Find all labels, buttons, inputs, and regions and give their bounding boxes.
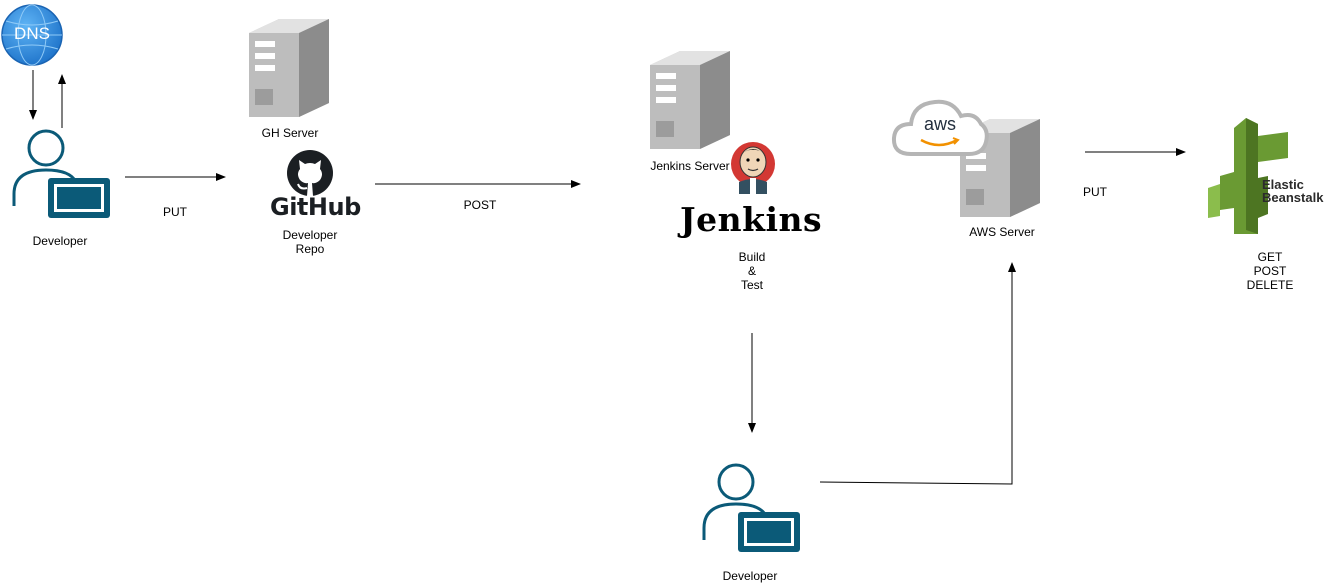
beanstalk-label-line1: GET [1257, 250, 1283, 264]
github-octocat-icon [286, 150, 334, 196]
edge-label-put-1: PUT [163, 205, 187, 219]
jenkins-label-line1: Build [738, 250, 766, 264]
edge-label-put-2: PUT [1083, 185, 1107, 199]
aws-cloud-icon: aws [891, 96, 989, 158]
github-wordmark: GitHub [270, 193, 361, 221]
github-label-line2: Repo [295, 242, 325, 256]
elastic-beanstalk-icon [1206, 118, 1296, 234]
jenkins-wordmark: Jenkins [680, 200, 823, 239]
dns-globe-icon: DNS [0, 3, 64, 67]
jenkins-label-line2: & [747, 264, 756, 278]
developer-top-label: Developer [32, 234, 88, 248]
beanstalk-wordmark-line2: Beanstalk [1262, 190, 1324, 205]
edge-label-post: POST [463, 198, 497, 212]
jenkins-server-icon [650, 51, 730, 149]
developer-user-icon [10, 128, 112, 220]
jenkins-label-line3: Test [740, 278, 763, 292]
gh-server-label: GH Server [261, 126, 319, 140]
github-label-line1: Developer [282, 228, 338, 242]
beanstalk-wordmark-line1: Elastic [1262, 177, 1304, 192]
developer-bottom-label: Developer [722, 569, 778, 583]
beanstalk-label-line2: POST [1253, 264, 1287, 278]
aws-cloud-text: aws [923, 114, 956, 134]
aws-server-label: AWS Server [969, 225, 1035, 239]
developer-bottom-user-icon [700, 462, 802, 554]
arrow-developer-to-aws [819, 262, 1016, 485]
gh-server-icon [249, 19, 329, 117]
dns-icon-text: DNS [14, 24, 50, 43]
jenkins-server-label: Jenkins Server [650, 159, 730, 173]
jenkins-butler-icon [727, 140, 779, 196]
beanstalk-label-line3: DELETE [1246, 278, 1294, 292]
